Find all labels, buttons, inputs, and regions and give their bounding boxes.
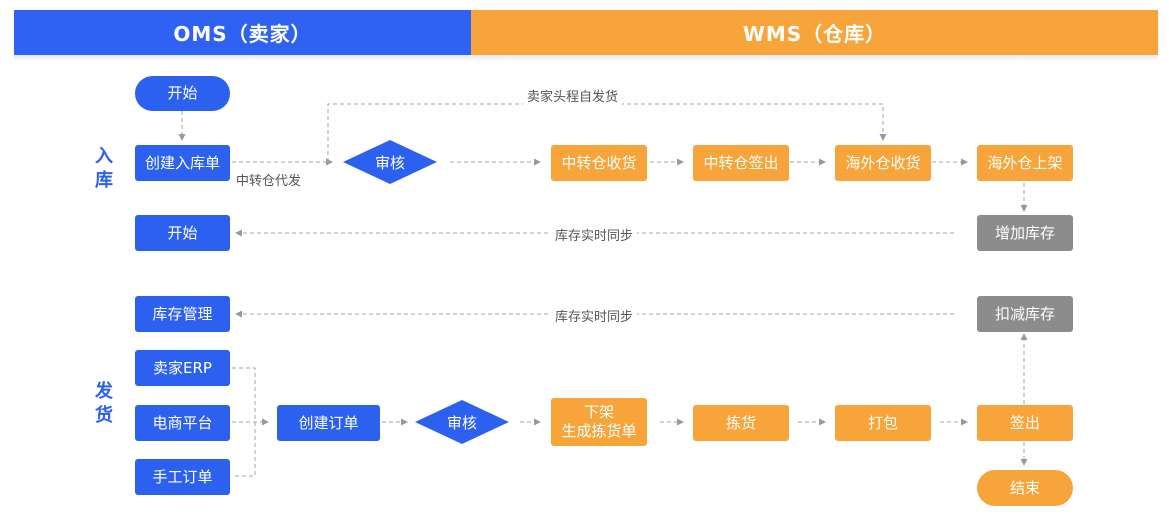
wms-header: WMS（仓库） (471, 10, 1158, 55)
arrow-self-ship-route (327, 103, 887, 162)
shelve-picklist-node[interactable]: 下架 生成拣货单 (551, 398, 647, 446)
section-inbound: 入库 (95, 146, 113, 191)
overseas-receive-node[interactable]: 海外仓收货 (835, 145, 931, 181)
label-transit-ship: 中转仓代发 (236, 174, 302, 189)
signout-node[interactable]: 签出 (977, 405, 1073, 441)
label-seller-self-ship: 卖家头程自发货 (523, 86, 623, 105)
ecommerce-platform-node[interactable]: 电商平台 (135, 405, 230, 441)
review-diamond-outbound (415, 400, 509, 444)
section-outbound: 发货 (95, 381, 113, 426)
shelve-line2: 生成拣货单 (561, 422, 637, 440)
review-diamond-inbound (343, 140, 437, 184)
manual-order-node[interactable]: 手工订单 (135, 459, 230, 495)
review-label-inbound[interactable]: 审核 (374, 153, 405, 172)
stock-management-node[interactable]: 库存管理 (135, 296, 230, 332)
create-order-node[interactable]: 创建订单 (277, 405, 380, 441)
add-stock-node[interactable]: 增加库存 (977, 215, 1073, 251)
header-shadow (14, 55, 1158, 61)
deduct-stock-node[interactable]: 扣减库存 (977, 296, 1073, 332)
start-node[interactable]: 开始 (135, 76, 230, 111)
transit-receive-node[interactable]: 中转仓收货 (551, 145, 647, 181)
shelve-line1: 下架 (583, 403, 614, 422)
label-stock-sync-outbound: 库存实时同步 (551, 306, 638, 325)
transit-signout-node[interactable]: 中转仓签出 (693, 145, 789, 181)
create-inbound-order-node[interactable]: 创建入库单 (135, 145, 230, 181)
pack-node[interactable]: 打包 (835, 405, 931, 441)
review-label-outbound[interactable]: 审核 (446, 413, 477, 432)
overseas-shelve-node[interactable]: 海外仓上架 (977, 145, 1073, 181)
oms-header: OMS（卖家） (14, 10, 471, 55)
end-node[interactable]: 结束 (977, 470, 1073, 506)
start-node-2[interactable]: 开始 (135, 215, 230, 251)
seller-erp-node[interactable]: 卖家ERP (135, 350, 230, 386)
pick-node[interactable]: 拣货 (693, 405, 789, 441)
label-stock-sync-inbound: 库存实时同步 (551, 225, 638, 244)
